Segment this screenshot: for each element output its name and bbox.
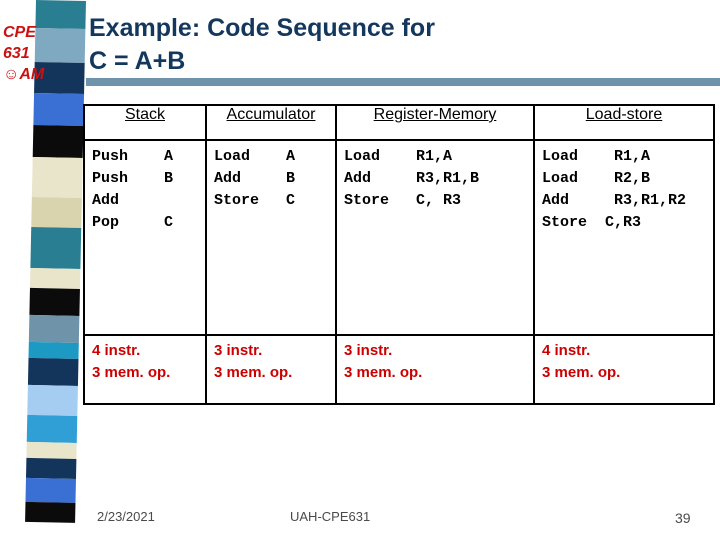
code-cell-stack: Push A Push B Add Pop C — [83, 139, 207, 336]
code-line: Load R2,B — [542, 170, 651, 187]
summary-line: 3 mem. op. — [92, 364, 171, 381]
isa-comparison-table: Stack Accumulator Register-Memory Load-s… — [83, 104, 715, 405]
footer-course-label: UAH-CPE631 — [290, 509, 371, 524]
decor-strip-block — [27, 384, 78, 416]
summary-line: 4 instr. — [92, 342, 141, 359]
code-line: Load A — [214, 148, 296, 165]
column-header-accumulator: Accumulator — [205, 104, 337, 141]
slide-title-line2: C = A+B — [89, 47, 186, 75]
decor-strip-block — [29, 267, 81, 289]
decor-strip-block — [33, 92, 85, 127]
decor-strip-block — [28, 314, 80, 343]
code-line: Add R3,R1,R2 — [542, 192, 687, 209]
slide-title: Example: Code Sequence for C = A+B — [89, 12, 709, 78]
summary-line: 3 instr. — [344, 342, 393, 359]
code-cell-accumulator: Load A Add B Store C — [205, 139, 337, 336]
summary-cell-load-store: 4 instr. 3 mem. op. — [533, 334, 715, 405]
column-header-load-store: Load-store — [533, 104, 715, 141]
summary-line: 3 mem. op. — [542, 364, 621, 381]
course-logo-line1: CPE — [3, 24, 36, 41]
code-line: Add R3,R1,B — [344, 170, 480, 187]
title-divider-bar — [86, 78, 720, 86]
column-header-accumulator-label: Accumulator — [226, 106, 316, 123]
code-line: Add — [92, 192, 120, 209]
decor-strip-block — [25, 457, 77, 479]
footer-date: 2/23/2021 — [97, 509, 155, 524]
code-cell-register-memory: Load R1,A Add R3,R1,B Store C, R3 — [335, 139, 535, 336]
decor-strip-block — [32, 124, 84, 159]
column-header-stack-label: Stack — [124, 106, 165, 123]
summary-cell-register-memory: 3 instr. 3 mem. op. — [335, 334, 535, 405]
summary-line: 3 mem. op. — [344, 364, 423, 381]
column-header-stack: Stack — [83, 104, 207, 141]
decor-strip-block — [29, 287, 80, 316]
column-header-load-store-label: Load-store — [585, 106, 663, 123]
code-line: Load R1,A — [344, 148, 453, 165]
decor-strip-block — [27, 357, 79, 386]
table-header-row: Stack Accumulator Register-Memory Load-s… — [83, 104, 715, 141]
decor-strip-block — [25, 501, 76, 523]
column-header-register-memory-label: Register-Memory — [373, 106, 497, 123]
course-logo: CPE 631 ☺AM — [3, 22, 44, 85]
decor-strip-block — [31, 156, 83, 199]
decor-strip-block — [31, 196, 82, 228]
slide-number: 39 — [675, 510, 691, 526]
summary-line: 3 instr. — [214, 342, 263, 359]
decor-strip-block — [30, 226, 82, 269]
course-logo-line2: 631 — [3, 45, 30, 62]
decor-strip-block — [26, 414, 78, 443]
summary-line: 3 mem. op. — [214, 364, 293, 381]
decor-strip-block — [28, 341, 79, 359]
code-line: Load R1,A — [542, 148, 651, 165]
column-header-register-memory: Register-Memory — [335, 104, 535, 141]
code-line: Add B — [214, 170, 296, 187]
slide-title-line1: Example: Code Sequence for — [89, 14, 435, 42]
summary-line: 4 instr. — [542, 342, 591, 359]
code-line: Push B — [92, 170, 174, 187]
code-line: Store C — [214, 192, 296, 209]
decor-strip-block — [25, 477, 76, 503]
code-line: Pop C — [92, 214, 174, 231]
code-line: Store C,R3 — [542, 214, 642, 231]
table-code-row: Push A Push B Add Pop C Load A Add B Sto… — [83, 139, 715, 336]
summary-cell-stack: 4 instr. 3 mem. op. — [83, 334, 207, 405]
code-line: Push A — [92, 148, 174, 165]
course-logo-line3: ☺AM — [3, 66, 45, 83]
code-line: Store C, R3 — [344, 192, 462, 209]
summary-cell-accumulator: 3 instr. 3 mem. op. — [205, 334, 337, 405]
table-summary-row: 4 instr. 3 mem. op. 3 instr. 3 mem. op. … — [83, 334, 715, 405]
decor-strip-block — [26, 441, 77, 459]
code-cell-load-store: Load R1,A Load R2,B Add R3,R1,R2 Store C… — [533, 139, 715, 336]
